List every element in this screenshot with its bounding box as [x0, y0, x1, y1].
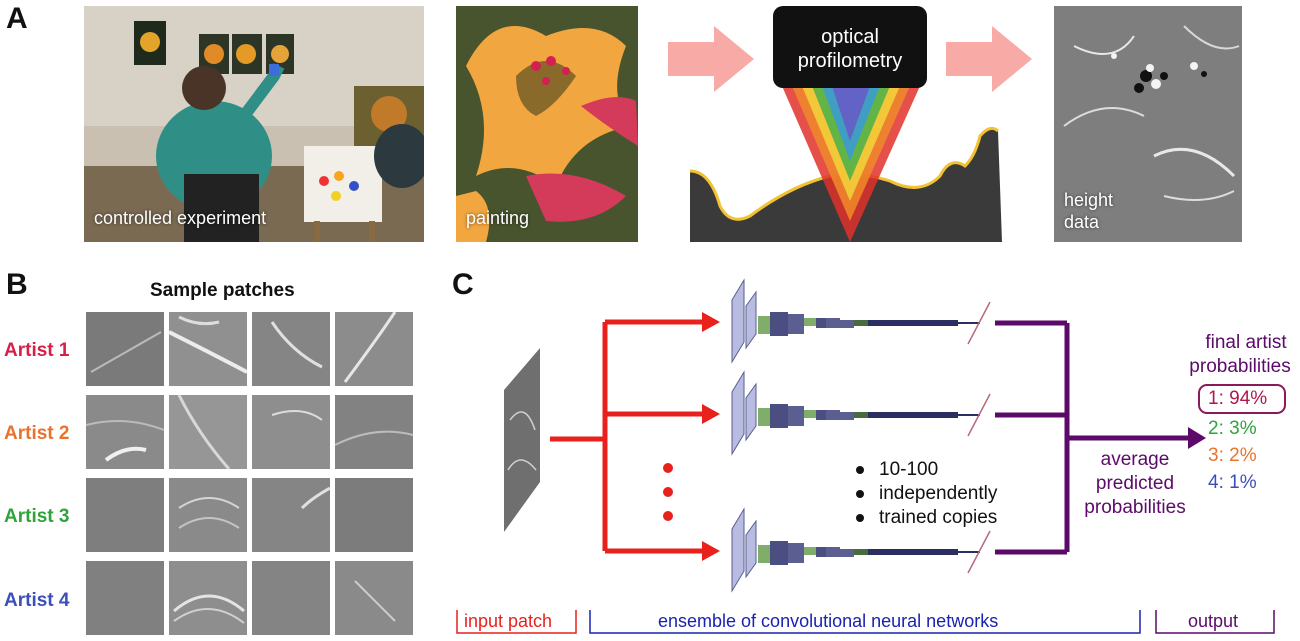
patch: [169, 395, 247, 469]
ellipsis-dot: [663, 511, 673, 521]
height-caption-line2: data: [1064, 212, 1100, 232]
bullet-dot: [856, 466, 864, 474]
artist-3-label: Artist 3: [4, 506, 70, 527]
top-result-highlight: [1198, 384, 1286, 414]
patch: [252, 478, 330, 552]
input-bracket: [456, 610, 577, 634]
patch: [86, 561, 164, 635]
patch: [86, 478, 164, 552]
input-branch-arrows: [550, 319, 705, 554]
average-line-1: average: [1100, 449, 1170, 470]
average-line-2: predicted: [1095, 473, 1175, 494]
bullet-text-2: independently: [879, 483, 998, 504]
output-bracket: [1155, 610, 1275, 634]
final-line-1: final artist: [1205, 332, 1287, 353]
output-label: output: [1188, 611, 1239, 631]
cnn-network: [731, 278, 991, 364]
patch: [169, 312, 247, 386]
profilometry-label-line1: optical: [821, 26, 879, 48]
painting-photo: painting: [456, 6, 638, 242]
patch: [335, 395, 413, 469]
bullet-dot: [856, 490, 864, 498]
patch: [252, 561, 330, 635]
ensemble-bracket: [589, 610, 1141, 634]
patch: [335, 312, 413, 386]
experiment-caption: controlled experiment: [94, 208, 267, 228]
patch: [252, 312, 330, 386]
painting-illustration: [456, 6, 638, 242]
cnn-network: [731, 370, 991, 456]
patch: [169, 478, 247, 552]
ensemble-diagram: [456, 278, 1286, 634]
panel-letter-a: A: [6, 2, 28, 35]
panel-letter-b: B: [6, 268, 28, 301]
artist-4-label: Artist 4: [4, 590, 70, 611]
input-patch-label: input patch: [464, 611, 553, 631]
arrow-painting-to-profilometer: [668, 26, 754, 92]
painting-caption: painting: [466, 208, 530, 228]
bullet-text-3: trained copies: [879, 507, 998, 528]
bullet-text-1: 10-100: [879, 459, 939, 480]
panel-letter-c: C: [452, 268, 474, 301]
patch: [86, 312, 164, 386]
ellipsis-dot: [663, 463, 673, 473]
height-data-illustration: [1054, 6, 1242, 242]
result-artist-4: 4: 1%: [1208, 472, 1257, 493]
final-line-2: probabilities: [1189, 356, 1291, 377]
experiment-photo-illustration: [84, 6, 424, 242]
patch: [335, 561, 413, 635]
result-artist-2: 2: 3%: [1208, 418, 1257, 439]
patch: [252, 395, 330, 469]
height-caption-line1: height: [1064, 190, 1114, 210]
arrow-profilometer-to-height-data: [946, 26, 1032, 92]
bullet-dot: [856, 514, 864, 522]
result-artist-3: 3: 2%: [1208, 445, 1257, 466]
experiment-photo: controlled experiment: [84, 6, 424, 242]
patch: [335, 478, 413, 552]
profilometry-diagram: [690, 6, 1002, 242]
average-line-3: probabilities: [1084, 497, 1186, 518]
result-artist-1: 1: 94%: [1208, 388, 1268, 409]
input-patch-image: [504, 348, 540, 532]
ellipsis-dot: [663, 487, 673, 497]
output-merge-arrows: [995, 320, 1192, 555]
cnn-network: [731, 507, 991, 593]
sample-patches-title: Sample patches: [150, 280, 295, 301]
artist-1-label: Artist 1: [4, 340, 70, 361]
profilometry-label-line2: profilometry: [797, 50, 903, 72]
height-data-image: height data: [1054, 6, 1242, 242]
artist-2-label: Artist 2: [4, 423, 70, 444]
patch: [86, 395, 164, 469]
ensemble-label: ensemble of convolutional neural network…: [658, 611, 999, 631]
patch: [169, 561, 247, 635]
